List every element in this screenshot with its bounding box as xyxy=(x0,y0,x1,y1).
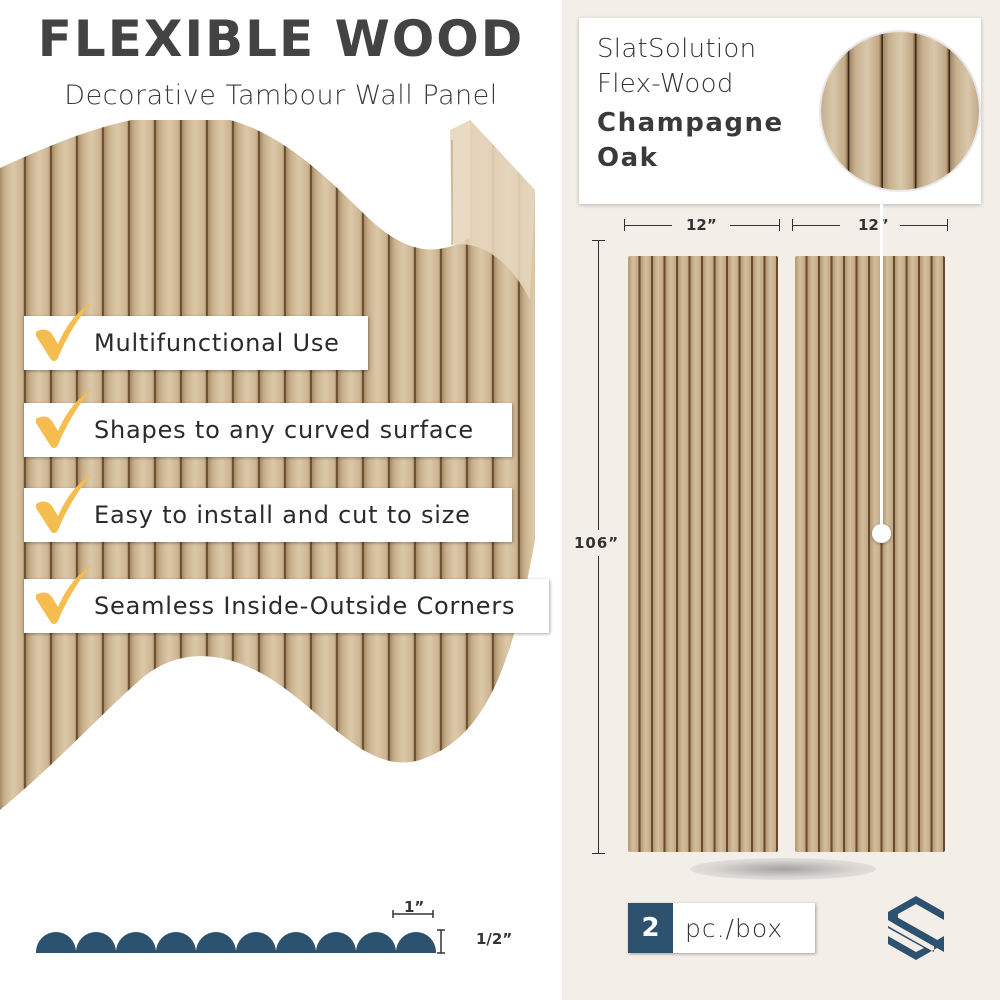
profile-cross-section-diagram xyxy=(36,929,445,954)
product-line: Flex-Wood xyxy=(597,69,734,99)
swatch-pointer-line xyxy=(880,204,883,532)
feature-item-multifunctional: Multifunctional Use xyxy=(24,302,368,370)
product-color: Champagne Oak xyxy=(597,106,784,176)
slatsolution-s-logo-icon xyxy=(888,896,944,960)
quantity-count: 2 xyxy=(628,903,673,953)
color-name-line1: Champagne xyxy=(597,108,784,138)
checkmark-icon xyxy=(36,389,92,448)
checkmark-icon xyxy=(36,302,92,361)
quantity-badge: 2 pc./box xyxy=(628,903,815,953)
panel-width-label-2: 12” xyxy=(858,216,889,234)
feature-label: Shapes to any curved surface xyxy=(94,416,474,444)
left-section: FLEXIBLE WOOD Decorative Tambour Wall Pa… xyxy=(0,10,549,954)
width-dimension-line xyxy=(392,910,434,918)
dimension-tick-bottom xyxy=(592,853,605,854)
feature-label: Seamless Inside-Outside Corners xyxy=(94,592,516,620)
feature-label: Multifunctional Use xyxy=(94,329,340,357)
panel-floor-shadow xyxy=(690,858,876,880)
curved-panel-illustration xyxy=(0,120,535,810)
feature-label: Easy to install and cut to size xyxy=(94,501,471,529)
feature-item-curved-surface: Shapes to any curved surface xyxy=(24,389,512,457)
color-name-line2: Oak xyxy=(597,143,659,173)
swatch-pointer-dot xyxy=(872,524,891,543)
profile-height-label: 1/2” xyxy=(476,930,513,948)
product-brand: SlatSolution Flex-Wood xyxy=(597,32,756,102)
panel-width-dimension-2: 12” xyxy=(792,216,948,236)
feature-item-seamless-corners: Seamless Inside-Outside Corners xyxy=(24,565,549,633)
checkmark-icon xyxy=(36,565,92,624)
brand-name: SlatSolution xyxy=(597,34,757,64)
checkmark-icon xyxy=(36,474,92,533)
wood-swatch-closeup xyxy=(819,30,981,192)
feature-item-easy-install: Easy to install and cut to size xyxy=(24,474,512,542)
quantity-unit: pc./box xyxy=(673,903,815,953)
page-title: FLEXIBLE WOOD xyxy=(37,10,525,68)
wood-panel-1 xyxy=(628,256,778,852)
product-info-card: SlatSolution Flex-Wood Champagne Oak xyxy=(579,18,981,204)
wood-panel-2 xyxy=(795,256,945,852)
profile-width-label: 1” xyxy=(404,898,425,916)
page-subtitle: Decorative Tambour Wall Panel xyxy=(64,80,498,111)
dimension-tick-top xyxy=(592,240,605,241)
panel-width-dimension-1: 12” xyxy=(624,216,780,236)
panel-height-label: 106” xyxy=(574,530,620,556)
panel-width-label-1: 12” xyxy=(686,216,717,234)
right-section: SlatSolution Flex-Wood Champagne Oak xyxy=(562,0,1000,1000)
